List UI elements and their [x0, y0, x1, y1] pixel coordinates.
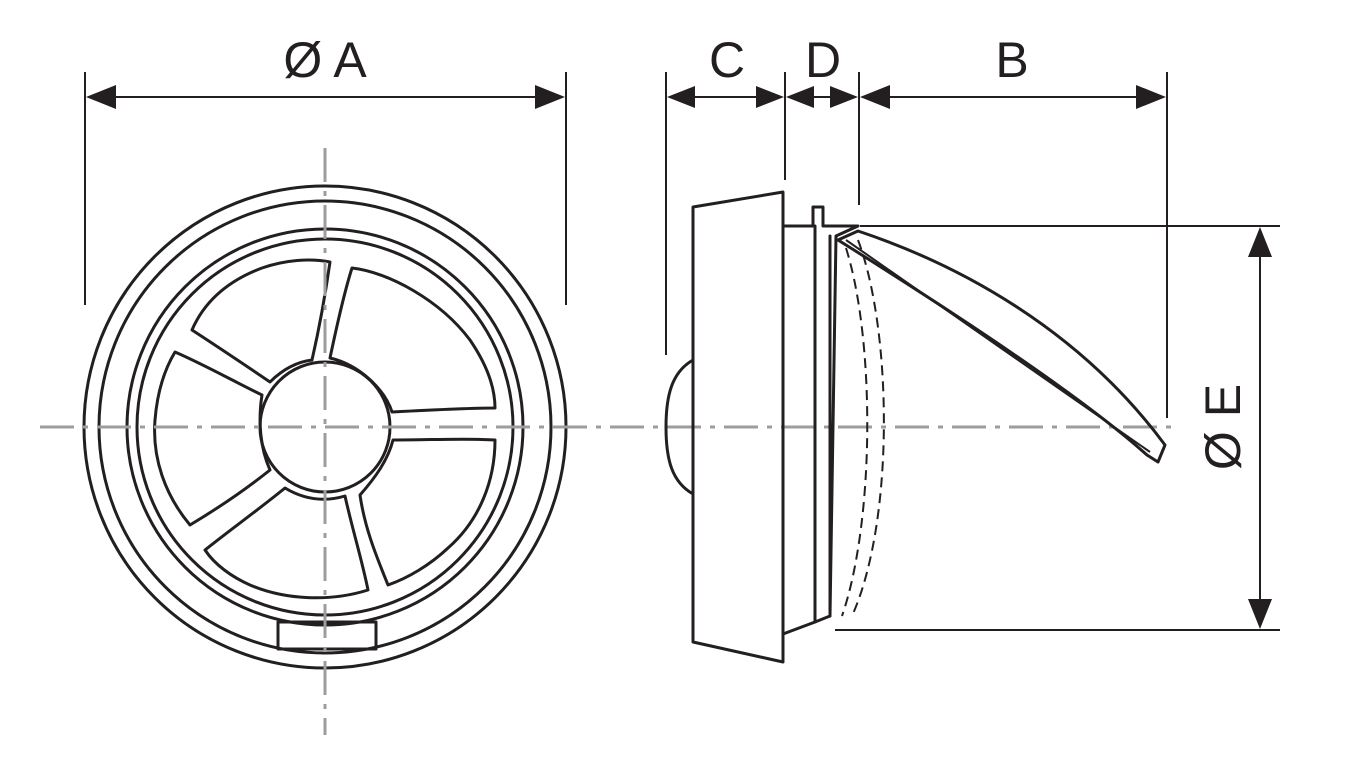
- arrowhead: [1136, 85, 1166, 109]
- blade-openings: [153, 258, 497, 600]
- arrowhead: [786, 86, 814, 108]
- blade-opening: [203, 486, 370, 600]
- flange: [781, 205, 860, 636]
- arrowhead: [1248, 599, 1272, 629]
- closed-shutter-dashed: [851, 239, 885, 617]
- bottom-tab: [276, 620, 378, 651]
- label-b: B: [995, 32, 1028, 88]
- closed-shutter-dashed: [841, 247, 869, 617]
- dimension-a: Ø A: [84, 32, 567, 305]
- arrowhead: [830, 86, 858, 108]
- blade-opening: [328, 266, 497, 414]
- shutter-inner-line: [845, 239, 1151, 453]
- arrowhead: [86, 85, 116, 109]
- side-view: [664, 190, 1167, 664]
- arrowhead: [1248, 227, 1272, 257]
- blade-opening: [190, 258, 332, 384]
- label-d: D: [805, 32, 841, 88]
- arrowhead: [860, 85, 890, 109]
- arrowhead: [756, 86, 784, 108]
- blade-opening: [358, 437, 497, 587]
- arrowhead: [667, 86, 695, 108]
- label-a: Ø A: [283, 32, 367, 88]
- motor-bump: [664, 358, 695, 496]
- dimension-c-d-b: C D B: [665, 32, 1168, 418]
- label-e: Ø E: [1195, 384, 1251, 470]
- front-view: [82, 148, 568, 735]
- label-c: C: [709, 32, 745, 88]
- dimension-e: Ø E: [835, 225, 1280, 631]
- housing-body: [691, 190, 785, 664]
- arrowhead: [535, 85, 565, 109]
- blade-opening: [153, 350, 272, 527]
